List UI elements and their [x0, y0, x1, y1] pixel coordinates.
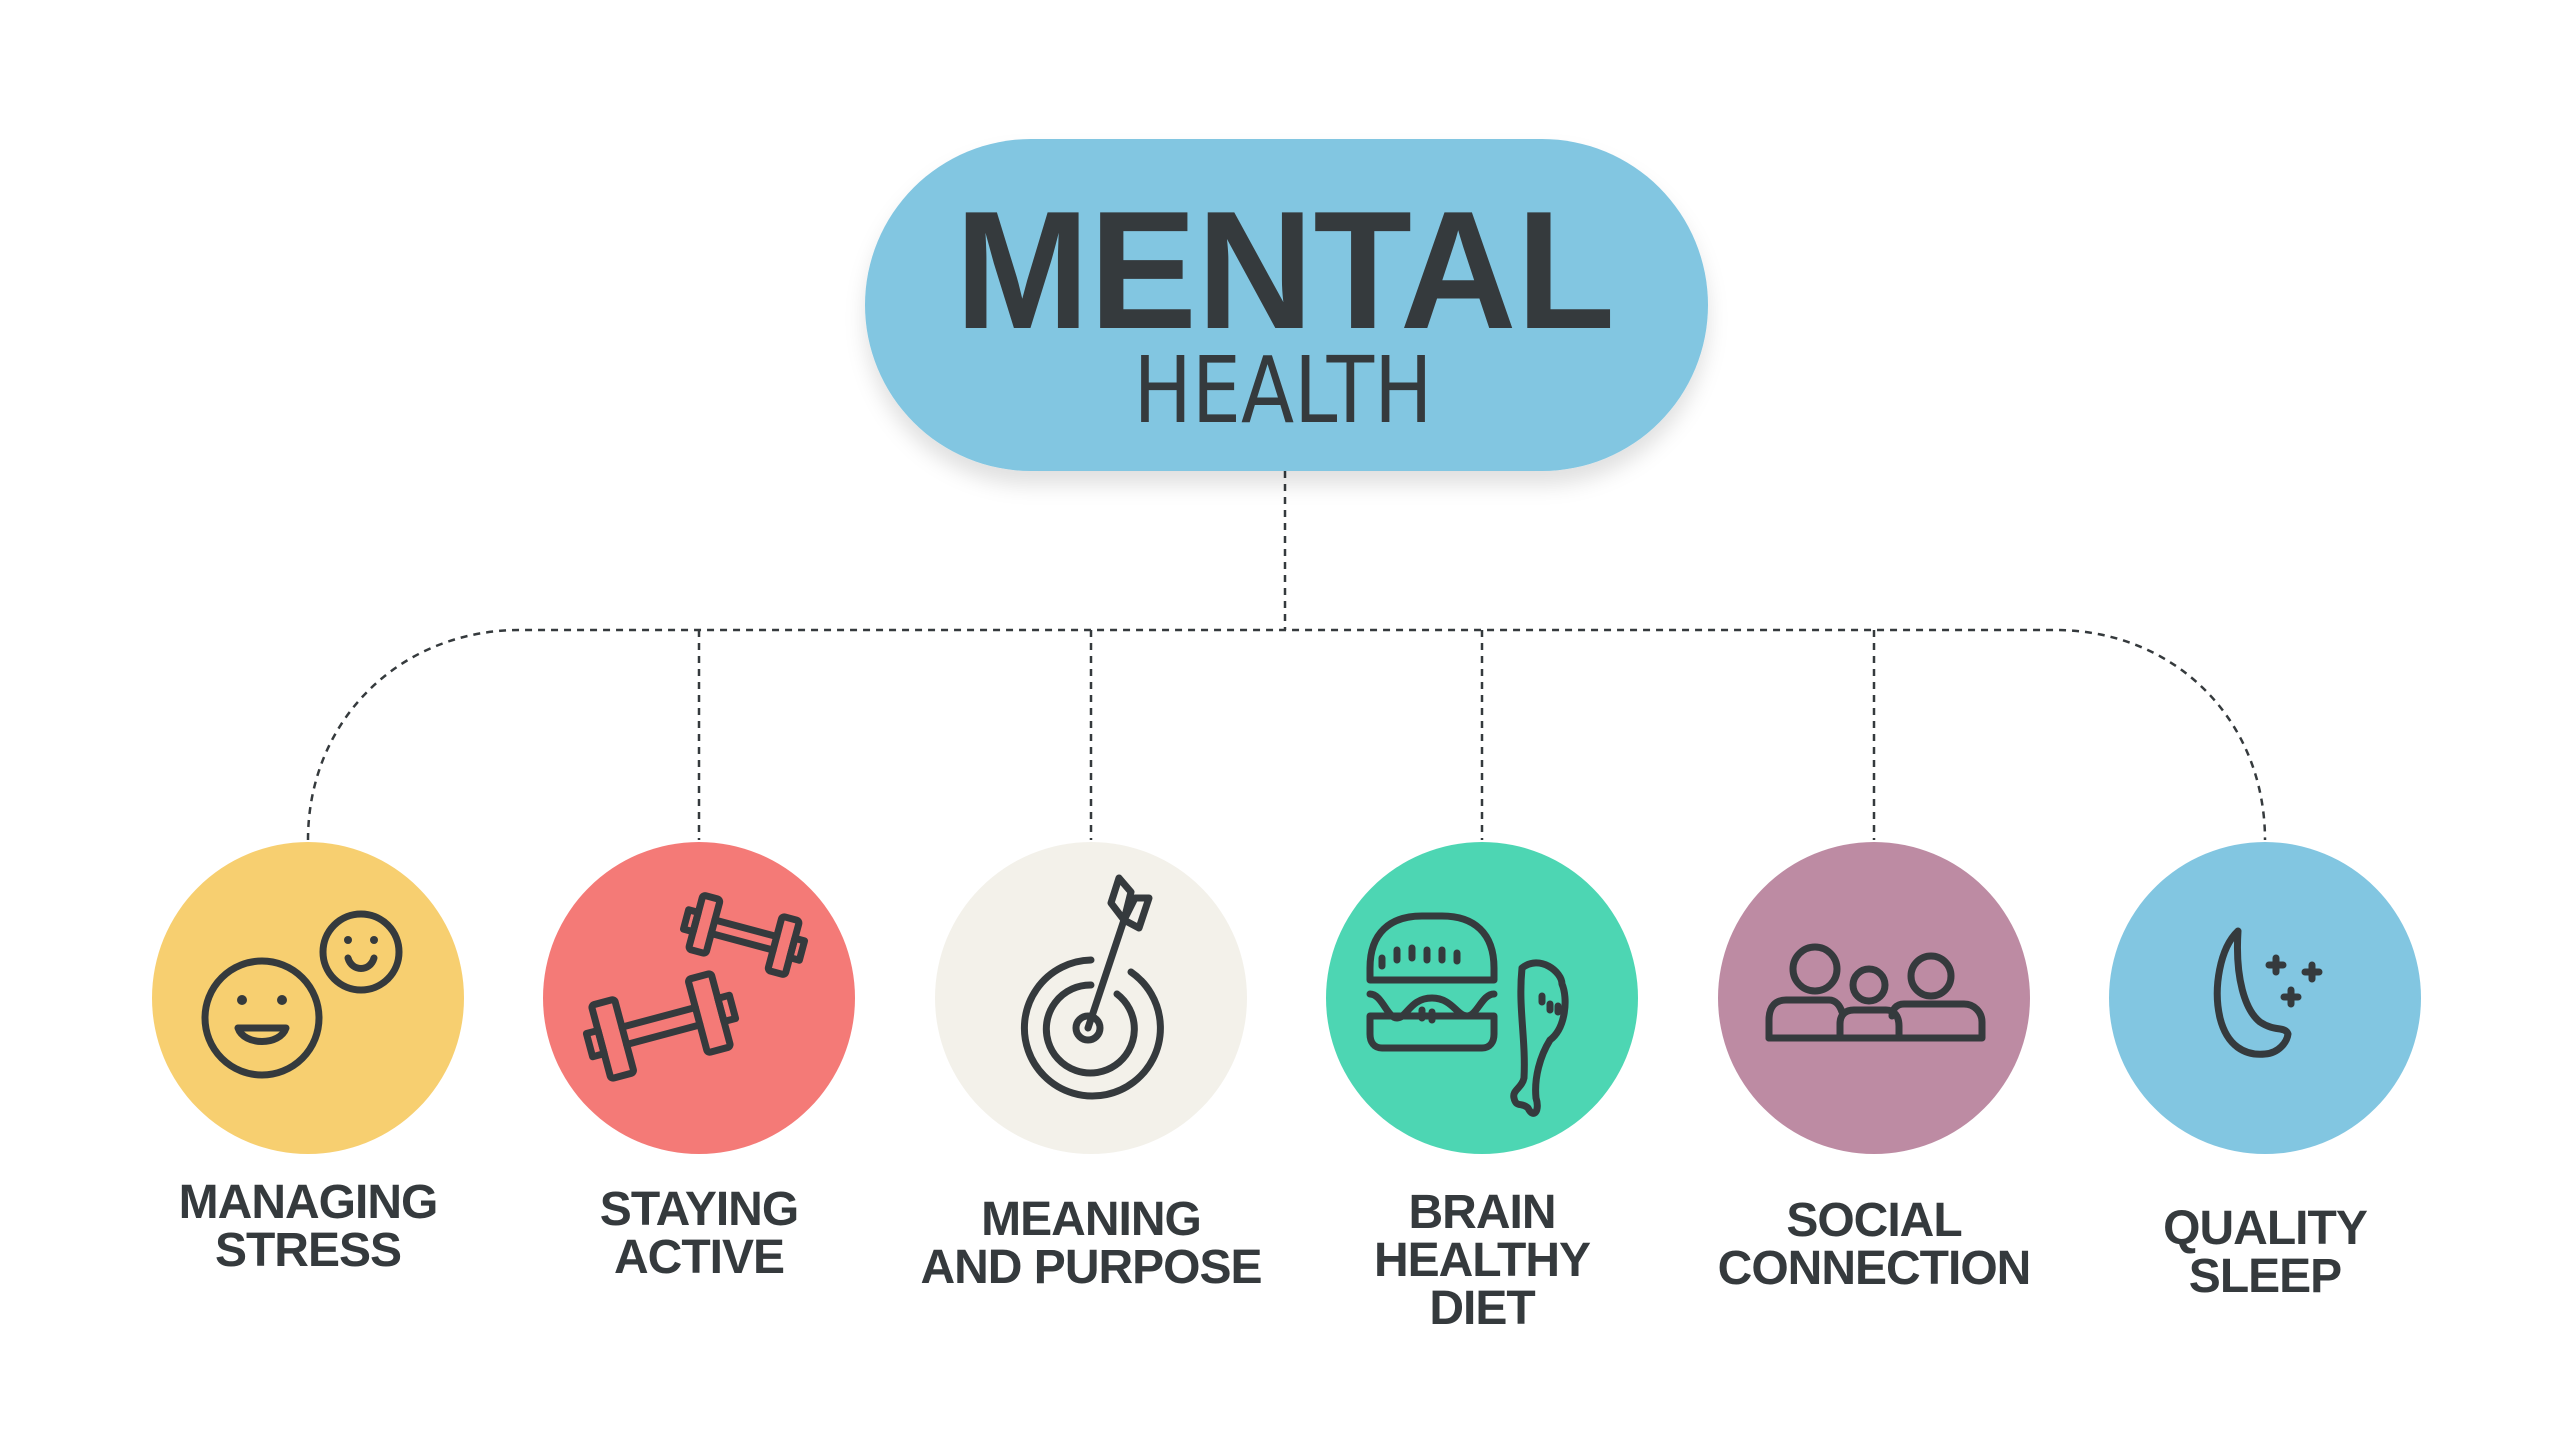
subtitle-text: HEALTH	[1134, 337, 1433, 444]
item-circle	[935, 842, 1247, 1154]
item-label-line: CONNECTION	[1718, 1242, 2031, 1295]
item-label-line: BRAIN	[1409, 1186, 1556, 1239]
people-group-icon	[1765, 943, 1986, 1042]
item-social-connection: SOCIAL CONNECTION	[1718, 842, 2031, 1295]
item-circle	[2109, 842, 2421, 1154]
item-label-line: ACTIVE	[614, 1231, 784, 1284]
target-arrow-icon	[1020, 874, 1164, 1100]
item-quality-sleep: QUALITY SLEEP	[2109, 842, 2421, 1303]
title-pill: MENTAL HEALTH	[865, 139, 1708, 471]
dumbbells-icon	[582, 892, 809, 1082]
item-circle	[152, 842, 464, 1154]
item-label-line: MEANING	[981, 1193, 1201, 1246]
item-label-line: DIET	[1429, 1282, 1535, 1335]
moon-stars-icon	[2213, 927, 2323, 1058]
item-staying-active: STAYING ACTIVE	[543, 842, 855, 1284]
item-managing-stress: MANAGING STRESS	[152, 842, 464, 1277]
item-label-line: HEALTHY	[1374, 1234, 1591, 1287]
title-text: MENTAL	[955, 176, 1615, 364]
item-label-line: QUALITY	[2163, 1202, 2368, 1255]
item-label-line: SLEEP	[2189, 1250, 2341, 1303]
burger-drumstick-icon	[1366, 912, 1569, 1117]
item-meaning-and-purpose: MEANING AND PURPOSE	[920, 842, 1263, 1294]
item-circle	[543, 842, 855, 1154]
item-label-line: SOCIAL	[1786, 1194, 1961, 1247]
smiley-faces-icon	[201, 910, 403, 1079]
item-label-line: MANAGING	[179, 1176, 438, 1229]
item-label-line: STAYING	[600, 1183, 798, 1236]
connector-lines	[306, 471, 2267, 841]
item-label-line: STRESS	[215, 1224, 401, 1277]
item-brain-healthy-diet: BRAIN HEALTHY DIET	[1326, 842, 1638, 1335]
item-label-line: AND PURPOSE	[920, 1241, 1261, 1294]
